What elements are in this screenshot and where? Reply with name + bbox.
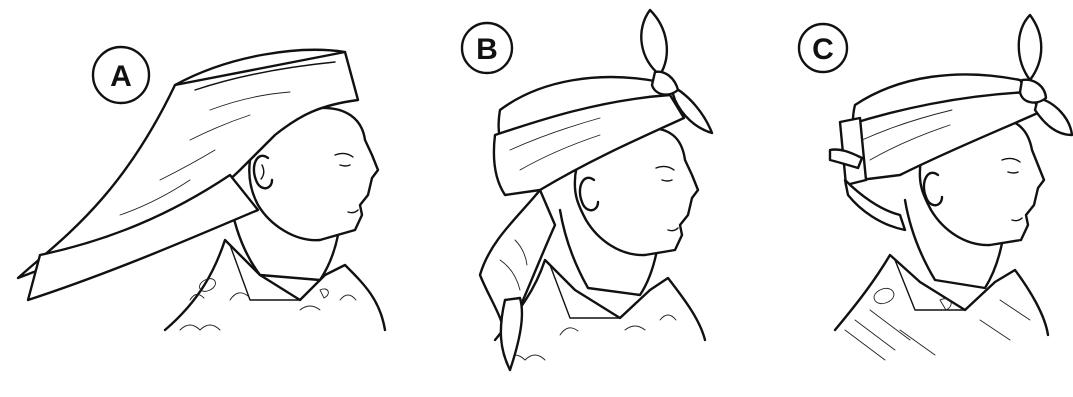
step-a-label: A: [110, 60, 132, 93]
panel-a: A: [18, 47, 385, 330]
step-a-marker: A: [93, 47, 149, 103]
step-b-marker: B: [462, 23, 512, 73]
step-c-marker: C: [799, 24, 847, 72]
panel-c: C: [799, 15, 1072, 360]
step-b-label: B: [476, 33, 498, 66]
step-c-label: C: [812, 33, 834, 66]
panel-b: B: [462, 10, 712, 370]
